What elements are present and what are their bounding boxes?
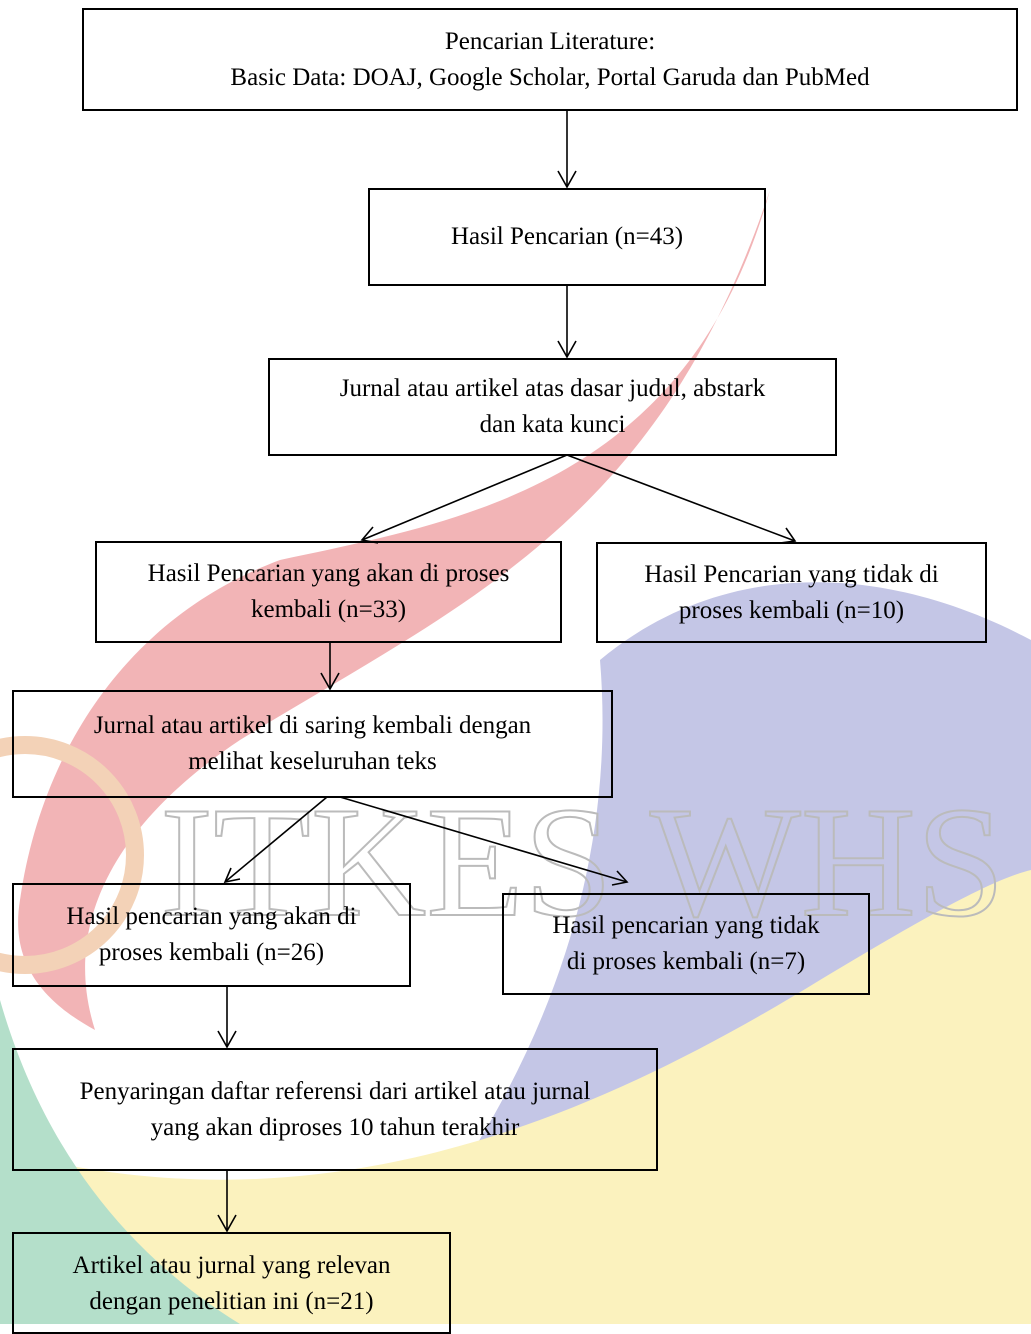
processed-26-line2: proses kembali (n=26): [98, 939, 325, 966]
arrowhead-reference-to-relevant: [217, 1214, 237, 1233]
processed-33-box: Hasil Pencarian yang akan di proses kemb…: [95, 541, 562, 643]
arrowhead-fulltext-to-processed26: [223, 867, 241, 884]
excluded-10-line1: Hasil Pencarian yang tidak di: [644, 560, 939, 588]
processed-26-line1: Hasil pencarian yang akan di: [66, 903, 357, 930]
excluded-10-line2: proses kembali (n=10): [678, 596, 905, 624]
relevant-21-line2: dengan penelitian ini (n=21): [89, 1288, 374, 1315]
reference-filter-line2: yang akan diproses 10 tahun terakhir: [150, 1113, 520, 1141]
excluded-10-box: Hasil Pencarian yang tidak di proses kem…: [596, 542, 987, 643]
watermark-globe: [0, 736, 144, 974]
processed-33-line1: Hasil Pencarian yang akan di proses: [147, 560, 510, 587]
relevant-21-line1: Artikel atau jurnal yang relevan: [72, 1252, 391, 1279]
fulltext-line1: Jurnal atau artikel di saring kembali de…: [93, 712, 532, 739]
arrow-fulltext-to-processed26: [224, 796, 328, 883]
fulltext-line2: melihat keseluruhan teks: [188, 748, 437, 775]
arrowhead-processed33-to-fulltext: [320, 672, 340, 691]
excluded-7-line1: Hasil pencarian yang tidak: [552, 912, 820, 939]
arrowhead-processed26-to-reference: [217, 1030, 237, 1049]
screening-title-box: Jurnal atau artikel atas dasar judul, ab…: [268, 358, 837, 456]
arrowhead-fulltext-to-excluded7: [611, 870, 629, 886]
excluded-7-box: Hasil pencarian yang tidak di proses kem…: [502, 893, 870, 995]
reference-filter-line1: Penyaringan daftar referensi dari artike…: [79, 1077, 591, 1105]
watermark-red-swoosh: [18, 190, 771, 1030]
search-line1: Pencarian Literature:: [444, 27, 656, 55]
screening-title-line1: Jurnal atau artikel atas dasar judul, ab…: [339, 375, 766, 402]
excluded-7-line2: di proses kembali (n=7): [566, 948, 806, 975]
arrow-screening-to-excluded10: [566, 454, 796, 542]
arrowhead-search-to-results: [557, 170, 577, 189]
processed-33-line2: kembali (n=33): [250, 596, 407, 623]
watermark-green-swoosh: [0, 1000, 240, 1324]
results-box: Hasil Pencarian (n=43): [368, 188, 766, 286]
results-line1: Hasil Pencarian (n=43): [450, 223, 684, 250]
processed-26-box: Hasil pencarian yang akan di proses kemb…: [12, 883, 411, 987]
arrow-fulltext-to-excluded7: [339, 796, 628, 883]
relevant-21-box: Artikel atau jurnal yang relevan dengan …: [12, 1232, 451, 1334]
fulltext-box: Jurnal atau artikel di saring kembali de…: [12, 690, 613, 798]
watermark-text: ITKES WHS: [160, 775, 1005, 950]
arrow-screening-to-processed33: [361, 454, 568, 541]
search-box: Pencarian Literature: Basic Data: DOAJ, …: [82, 8, 1018, 111]
arrowhead-results-to-screening: [557, 340, 577, 359]
watermark-yellow-swoosh: [0, 870, 1031, 1324]
reference-filter-box: Penyaringan daftar referensi dari artike…: [12, 1048, 658, 1171]
screening-title-line2: dan kata kunci: [479, 411, 626, 438]
search-line2: Basic Data: DOAJ, Google Scholar, Portal…: [230, 63, 870, 91]
